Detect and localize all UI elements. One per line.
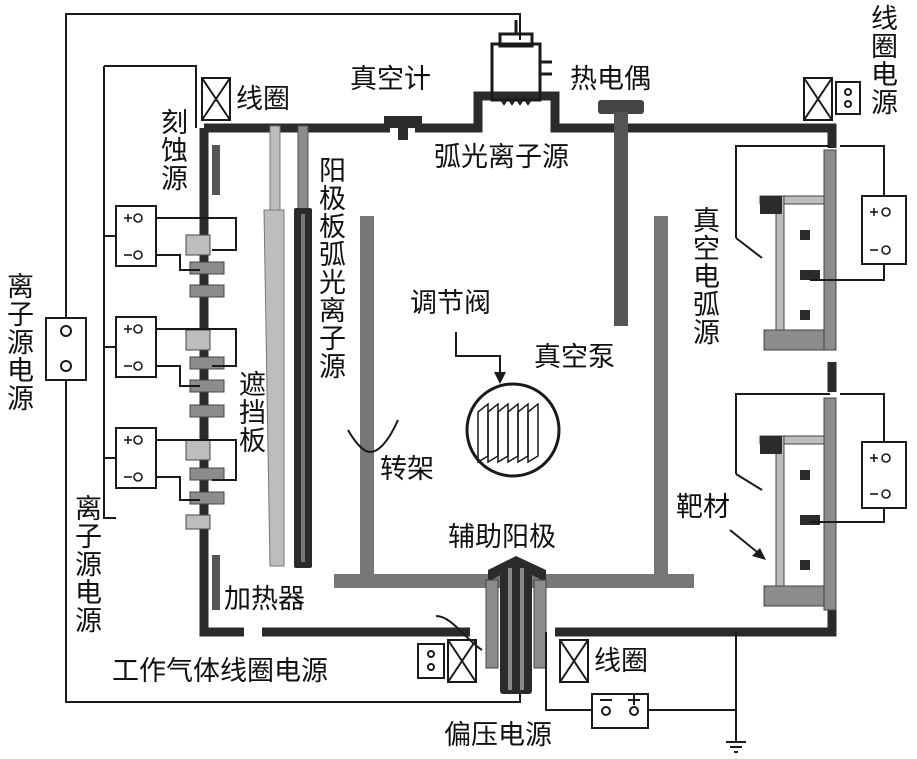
coil-top-left [201,77,231,121]
label-vacuum-pump: 真空泵 [534,342,615,373]
right-power-supplies [861,195,907,509]
left-wires [103,65,237,519]
label-ion-source-power-outer: 离子源电源 [2,272,33,412]
label-heater: 加热器 [224,584,305,615]
label-working-gas-coil-power: 工作气体线圈电源 [112,656,328,687]
shield-plate [263,125,285,567]
label-coil-top-left: 线圈 [236,84,290,115]
aux-anode [435,556,547,694]
label-coil-bottom: 线圈 [594,646,648,677]
right-arc-sources [759,149,837,611]
outer-ion-power [45,317,87,381]
label-coil-power-top-right: 线圈电源 [866,4,897,116]
lower-wall-segment [212,555,220,610]
target-arrow [729,529,766,560]
right-wires [735,145,885,523]
anode-plate-source [294,125,312,568]
label-bias-power: 偏压电源 [444,720,552,751]
label-aux-anode: 辅助阳极 [448,522,556,553]
thermocouple [490,20,552,106]
label-anode-arc-ion-source: 阳极板弧光离子源 [314,156,345,380]
label-vacuum-arc-source: 真空电弧源 [688,206,719,346]
rotary-frame [334,216,694,588]
bias-power [545,632,746,753]
label-rotary-frame: 转架 [380,454,434,485]
arc-ion-source [598,100,644,326]
coil-bottom-right [559,639,589,683]
left-power-supplies [115,205,157,489]
left-ion-sources [185,234,225,530]
etch-source [212,145,220,195]
right-power-symbols [870,207,891,499]
label-thermocouple: 热电偶 [570,64,651,95]
label-shield: 遮挡板 [234,370,265,454]
coil-bottom-left [417,639,477,683]
left-power-symbols [124,213,143,482]
label-vacuum-gauge: 真空计 [350,64,431,95]
vacuum-gauge [384,116,422,140]
label-ion-source-power-inner: 离子源电源 [70,494,101,634]
label-arc-ion-source: 弧光离子源 [434,142,569,173]
valve-pump [455,332,561,478]
label-target: 靶材 [676,492,730,523]
coil-top-right [803,77,861,121]
label-etch-source: 刻蚀源 [156,108,187,192]
label-valve: 调节阀 [410,288,491,319]
